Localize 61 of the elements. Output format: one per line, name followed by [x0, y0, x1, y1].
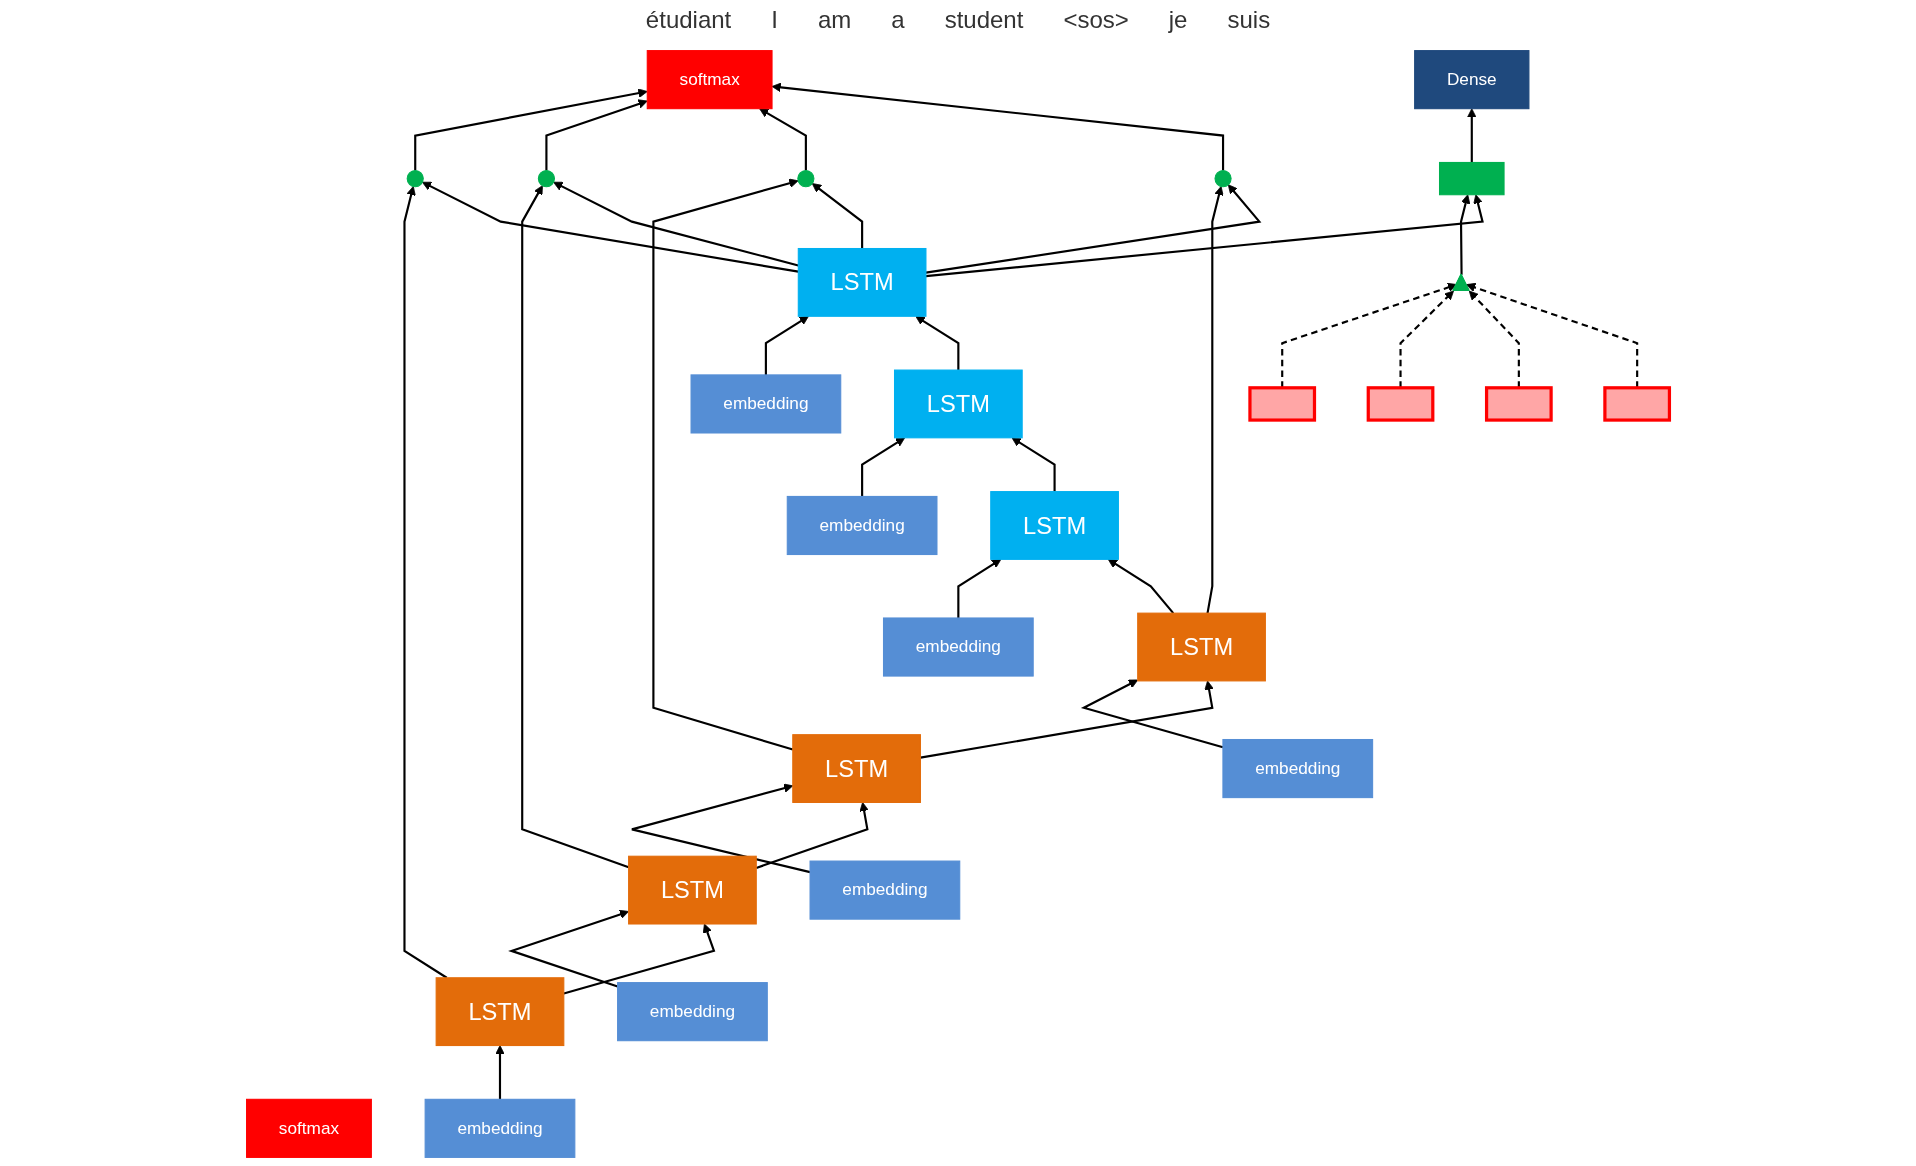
arrow	[521, 185, 629, 869]
arrow	[1467, 108, 1477, 163]
arrow	[915, 315, 960, 371]
arrow	[1466, 282, 1639, 388]
node-circle	[797, 170, 815, 188]
word-label: I	[771, 6, 778, 35]
word-label: je	[1168, 6, 1188, 35]
node-box: embedding	[809, 860, 961, 920]
node-box: LSTM	[792, 734, 921, 803]
arrow	[861, 437, 906, 497]
arrow	[811, 183, 864, 249]
node-bar	[1366, 386, 1435, 422]
arrow	[957, 558, 1002, 618]
arrow	[414, 88, 648, 171]
node-box: embedding	[424, 1098, 576, 1158]
node-bar	[1248, 386, 1317, 422]
node-circle	[537, 170, 555, 188]
word-label: étudiant	[645, 6, 732, 35]
arrow	[403, 186, 448, 979]
node-circle	[1214, 170, 1232, 188]
word-label: suis	[1227, 6, 1271, 35]
arrow	[652, 178, 799, 751]
arrow	[1399, 290, 1454, 388]
arrow	[1107, 558, 1175, 614]
word-label: student	[944, 6, 1024, 35]
node-box: softmax	[246, 1098, 372, 1158]
node-box: LSTM	[894, 369, 1023, 439]
arrow	[1011, 437, 1056, 492]
arrow	[920, 680, 1214, 759]
node-box: LSTM	[990, 491, 1119, 560]
node-box: embedding	[690, 374, 842, 434]
arrow	[759, 108, 807, 171]
word-label: a	[891, 6, 905, 35]
arrow	[1459, 194, 1471, 275]
word-label: am	[817, 6, 852, 35]
arrow	[563, 923, 716, 995]
node-bar	[1484, 386, 1553, 422]
arrow	[553, 181, 799, 267]
node-bar	[1603, 386, 1672, 422]
arrow	[630, 783, 811, 874]
node-box: embedding	[617, 982, 768, 1042]
node-box: embedding	[882, 617, 1034, 677]
arrow	[1206, 186, 1224, 614]
node-box: LSTM	[1137, 612, 1266, 682]
node-box	[1439, 161, 1505, 196]
node-box: softmax	[646, 50, 773, 110]
arrow	[764, 315, 809, 375]
arrow	[925, 184, 1262, 274]
node-circle	[406, 170, 424, 188]
word-label: <sos>	[1063, 6, 1129, 35]
node-box: LSTM	[435, 977, 565, 1047]
arrow	[545, 99, 648, 171]
node-box: Dense	[1414, 50, 1530, 110]
node-box: LSTM	[797, 247, 927, 317]
node-box: embedding	[1222, 739, 1374, 799]
node-box: LSTM	[628, 855, 757, 925]
node-box: embedding	[786, 495, 938, 556]
arrow	[1468, 290, 1520, 388]
arrow	[925, 194, 1484, 278]
arrow	[495, 1045, 505, 1100]
arrow	[422, 181, 799, 273]
